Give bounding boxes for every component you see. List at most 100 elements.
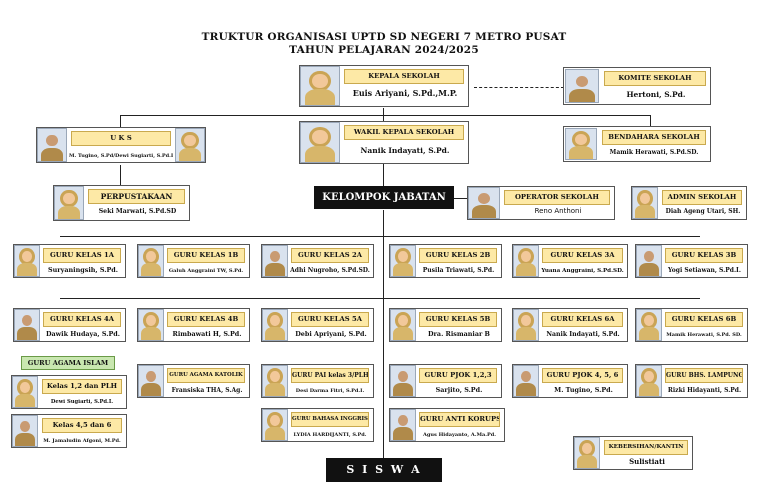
islam1-role: Kelas 1,2 dan PLH xyxy=(42,379,122,394)
pai-photo xyxy=(262,365,288,397)
spine-main-line xyxy=(383,210,384,458)
guru-kelas-5b-box: GURU KELAS 5B Dra. Rismaniar B xyxy=(389,308,502,342)
guru-2a-role: GURU KELAS 2A xyxy=(291,248,369,263)
admin-photo xyxy=(632,187,658,219)
guru-5a-role: GURU KELAS 5A xyxy=(291,312,369,327)
perpustakaan-connector xyxy=(120,165,121,185)
guru-3b-role: GURU KELAS 3B xyxy=(665,248,743,263)
guru-2a-photo xyxy=(262,245,288,277)
uks-name: M. Tugino, S.Pd/Dewi Sugiarti, S.Pd.I xyxy=(69,153,173,159)
katolik-role: GURU AGAMA KATOLIK xyxy=(167,368,245,383)
guru-3a-role: GURU KELAS 3A xyxy=(542,248,623,263)
siswa-banner: S I S W A xyxy=(326,458,442,482)
guru-3a-photo xyxy=(513,245,539,277)
guru-pai-box: GURU PAI kelas 3/PLH Desi Darma Fitri, S… xyxy=(261,364,374,398)
guru-1a-name: Suryaningsih, S.Pd. xyxy=(48,266,118,274)
inggris-role: GURU BAHASA INGGRIS xyxy=(291,412,369,427)
wakil-photo xyxy=(300,122,340,163)
pjok456-name: M. Tugino, S.Pd. xyxy=(554,386,613,394)
operator-box: OPERATOR SEKOLAH Reno Anthoni xyxy=(467,186,615,220)
komite-sekolah-box: KOMITE SEKOLAH Hertoni, S.Pd. xyxy=(563,67,711,105)
bendahara-photo xyxy=(565,128,597,160)
bendahara-role: BENDAHARA SEKOLAH xyxy=(602,130,706,145)
guru-bahasa-inggris-box: GURU BAHASA INGGRIS LYDIA HARDIJANTI, S.… xyxy=(261,408,374,442)
bendahara-box: BENDAHARA SEKOLAH Mamik Herawati, S.Pd.S… xyxy=(563,126,711,162)
guru-2a-name: Adhi Nugroho, S.Pd.SD. xyxy=(290,267,370,274)
pjok456-photo xyxy=(513,365,539,397)
row4-horizontal-line xyxy=(60,298,700,299)
bendahara-name: Mamik Herawati, S.Pd.SD. xyxy=(609,149,699,156)
guru-5b-name: Dra. Rismaniar B xyxy=(428,330,490,338)
guru-kelas-3a-box: GURU KELAS 3A Yuana Anggraini, S.Pd.SD. xyxy=(512,244,628,278)
admin-name: Diah Ageng Utari, SH. xyxy=(665,208,741,215)
islam-kelas-456-box: Kelas 4,5 dan 6 M. Jamaludin Afgoni, M.P… xyxy=(11,414,127,448)
perpustakaan-photo xyxy=(54,186,84,220)
komite-name: Hertoni, S.Pd. xyxy=(626,90,686,99)
row1-horizontal-line xyxy=(120,115,650,116)
pjok123-name: Sarjito, S.Pd. xyxy=(435,386,483,394)
guru-kelas-2b-box: GURU KELAS 2B Pusila Triawati, S.Pd. xyxy=(389,244,502,278)
guru-6b-role: GURU KELAS 6B xyxy=(665,312,743,327)
guru-4b-name: Rimbawati H, S.Pd. xyxy=(172,330,242,338)
guru-pjok-123-box: GURU PJOK 1,2,3 Sarjito, S.Pd. xyxy=(389,364,502,398)
guru-6a-name: Nanik Indayati, S.Pd. xyxy=(546,331,620,338)
guru-kelas-6a-box: GURU KELAS 6A Nanik Indayati, S.Pd. xyxy=(512,308,628,342)
islam2-photo xyxy=(12,415,38,447)
guru-5b-photo xyxy=(390,309,416,341)
guru-1b-role: GURU KELAS 1B xyxy=(167,248,245,263)
islam2-role: Kelas 4,5 dan 6 xyxy=(42,418,122,433)
kebersihan-role: KEBERSIHAN/KANTIN xyxy=(604,440,688,455)
komite-photo xyxy=(565,69,599,103)
korupsi-photo xyxy=(390,409,416,441)
wakil-kepala-box: WAKIL KEPALA SEKOLAH Nanik Indayati, S.P… xyxy=(299,121,469,164)
guru-1b-name: Galuh Anggraini TW, S.Pd. xyxy=(168,268,244,274)
guru-kelas-6b-box: GURU KELAS 6B Mamik Herawati, S.Pd. SD. xyxy=(635,308,748,342)
operator-name: Reno Anthoni xyxy=(534,207,582,215)
kepala-sekolah-box: KEPALA SEKOLAH Euis Ariyani, S.Pd.,M.P. xyxy=(299,65,469,107)
guru-pjok-456-box: GURU PJOK 4, 5, 6 M. Tugino, S.Pd. xyxy=(512,364,628,398)
kepala-name: Euis Ariyani, S.Pd.,M.P. xyxy=(352,88,458,98)
inggris-name: LYDIA HARDIJANTI, S.Pd. xyxy=(293,432,367,438)
guru-4a-photo xyxy=(14,309,40,341)
kepala-photo xyxy=(300,66,340,106)
bendahara-connector xyxy=(650,115,651,127)
islam1-photo xyxy=(12,376,38,408)
perpustakaan-name: Seki Marwati, S.Pd.SD xyxy=(98,208,177,215)
admin-box: ADMIN SEKOLAH Diah Ageng Utari, SH. xyxy=(631,186,747,220)
admin-role: ADMIN SEKOLAH xyxy=(662,190,742,205)
uks-box: U K S M. Tugino, S.Pd/Dewi Sugiarti, S.P… xyxy=(36,127,206,163)
guru-2b-role: GURU KELAS 2B xyxy=(419,248,497,263)
guru-4b-photo xyxy=(138,309,164,341)
guru-5a-photo xyxy=(262,309,288,341)
pjok123-role: GURU PJOK 1,2,3 xyxy=(419,368,497,383)
kebersihan-photo xyxy=(574,437,600,469)
guru-kelas-4b-box: GURU KELAS 4B Rimbawati H, S.Pd. xyxy=(137,308,250,342)
guru-agama-islam-label: GURU AGAMA ISLAM xyxy=(21,356,115,370)
kepala-role: KEPALA SEKOLAH xyxy=(344,69,464,84)
uks-role: U K S xyxy=(71,131,171,146)
guru-4a-role: GURU KELAS 4A xyxy=(43,312,121,327)
operator-role: OPERATOR SEKOLAH xyxy=(504,190,610,205)
guru-6b-name: Mamik Herawati, S.Pd. SD. xyxy=(666,332,742,338)
wakil-role: WAKIL KEPALA SEKOLAH xyxy=(344,125,464,140)
guru-6b-photo xyxy=(636,309,662,341)
chart-title-line1: TRUKTUR ORGANISASI UPTD SD NEGERI 7 METR… xyxy=(201,31,567,43)
guru-kelas-5a-box: GURU KELAS 5A Debi Apriyani, S.Pd. xyxy=(261,308,374,342)
guru-3a-name: Yuana Anggraini, S.Pd.SD. xyxy=(541,268,624,274)
perpustakaan-role: PERPUSTAKAAN xyxy=(88,189,185,204)
kebersihan-name: Sulistiati xyxy=(629,457,665,466)
korupsi-name: Agus Hidayanto, A.Ma.Pd. xyxy=(423,432,496,438)
guru-3b-name: Yogi Setiawan, S.Pd.I. xyxy=(668,267,741,274)
guru-bhs-lampung-box: GURU BHS. LAMPUNG Rizki Hidayanti, S.Pd. xyxy=(635,364,748,398)
pjok456-role: GURU PJOK 4, 5, 6 xyxy=(542,368,623,383)
inggris-photo xyxy=(262,409,288,441)
kebersihan-kantin-box: KEBERSIHAN/KANTIN Sulistiati xyxy=(573,436,693,470)
lampung-photo xyxy=(636,365,662,397)
guru-kelas-1b-box: GURU KELAS 1B Galuh Anggraini TW, S.Pd. xyxy=(137,244,250,278)
perpustakaan-box: PERPUSTAKAAN Seki Marwati, S.Pd.SD xyxy=(53,185,190,221)
operator-connector xyxy=(454,198,468,199)
uks-photo-left xyxy=(37,128,67,162)
guru-5b-role: GURU KELAS 5B xyxy=(419,312,497,327)
islam2-name: M. Jamaludin Afgoni, M.Pd. xyxy=(43,438,121,444)
pjok123-photo xyxy=(390,365,416,397)
